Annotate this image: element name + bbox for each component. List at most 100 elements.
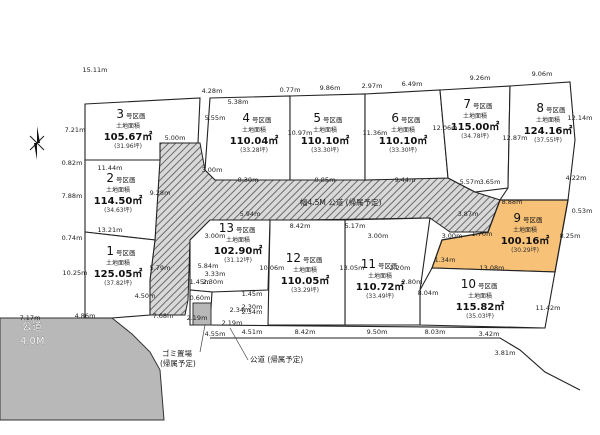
lot-11-suffix: 号区画 (378, 262, 398, 270)
dimension-small-7: 2.34m (242, 308, 263, 316)
dimension-inner-19: 8.88m (502, 198, 523, 206)
dimension-inner-14: 8.30m (238, 176, 259, 184)
dimension-top-6: 2.97m (362, 82, 383, 90)
lot-7-tsubo: (34.78坪) (461, 132, 489, 140)
dimension-inner-11: 12.87m (503, 134, 528, 142)
lot-8-number: 8 (536, 101, 544, 115)
south-road-edge-2 (210, 337, 581, 391)
dimension-inner-7: 5.55m (205, 114, 226, 122)
lot-3-area-label: 土地面積 (116, 122, 140, 130)
dimension-inner-37: 5.84m (198, 262, 219, 270)
dimension-inner-10: 12.06m (433, 124, 458, 132)
dimension-inner-16: 9.44m (395, 176, 416, 184)
lot-4-area-label: 土地面積 (242, 126, 266, 134)
dimension-small-2: 1.45m (190, 278, 211, 286)
south-road-leader (229, 327, 249, 361)
lot-2-suffix: 号区画 (116, 176, 136, 184)
lot-11-number: 11 (361, 257, 376, 271)
dimension-inner-25: 3.00m (442, 232, 463, 240)
lot-2-tsubo: (34.63坪) (104, 206, 132, 214)
dimension-left-4: 0.74m (62, 234, 83, 242)
dimension-small-1: 3.33m (205, 270, 226, 278)
dimension-inner-27: 13.08m (480, 264, 505, 272)
dimension-inner-12: 12.14m (568, 114, 593, 122)
lot-1-area-label: 土地面積 (106, 259, 130, 267)
dimension-inner-20: 0.53m (572, 207, 593, 215)
lot-12-suffix: 号区画 (303, 256, 323, 264)
lot-8-tsubo: (37.55坪) (534, 136, 562, 144)
dimension-inner-29: 2.80m (402, 278, 423, 286)
dimension-small-8: 2.19m (187, 314, 208, 322)
dimension-inner-36: 3.00m (368, 232, 389, 240)
dimension-left-5: 10.25m (63, 269, 88, 277)
dimension-top-1: 15.11m (83, 66, 108, 74)
lot-4-area: 110.04㎡ (230, 134, 279, 147)
lot-7-area: 115.00㎡ (451, 120, 500, 133)
dimension-left-2: 0.82m (62, 159, 83, 167)
lot-3-tsubo: (31.96坪) (114, 142, 142, 150)
garbage-leader (199, 324, 206, 353)
dimension-inner-32: 5.94m (240, 210, 261, 218)
west-road-width: 4.0M (20, 336, 45, 347)
garbage-label-2: (帰属予定) (160, 358, 196, 368)
lot-12 (267, 219, 346, 326)
lot-10-tsubo: (35.03坪) (466, 312, 494, 320)
dimension-inner-15: 9.85m (315, 176, 336, 184)
dimension-inner-30: 8.04m (418, 289, 439, 297)
lot-10-area-label: 土地面積 (468, 292, 492, 300)
dimension-left-1: 7.21m (65, 126, 86, 134)
lot-6-suffix: 号区画 (401, 116, 421, 124)
lot-1-tsubo: (37.82坪) (104, 279, 132, 287)
lot-9-number: 9 (513, 211, 521, 225)
lot-2-number: 2 (106, 171, 114, 185)
dimension-inner-8: 10.97m (288, 129, 313, 137)
dimension-left-3: 7.88m (62, 192, 83, 200)
dimension-inner-31: 11.42m (536, 304, 561, 312)
lot-9-suffix: 号区画 (523, 216, 543, 224)
lot-10 (419, 267, 556, 329)
lot-2-area-label: 土地面積 (106, 186, 130, 194)
dimension-inner-18: 3.65m (480, 178, 501, 186)
lot-1-suffix: 号区画 (116, 249, 136, 257)
lot-8-suffix: 号区画 (546, 106, 566, 114)
dimension-inner-3: 9.28m (150, 189, 171, 197)
dimension-small-4: 0.60m (190, 294, 211, 302)
lot-11-tsubo: (33.49坪) (366, 292, 394, 300)
dimension-top-9: 9.06m (532, 70, 553, 78)
dimension-top-5: 9.86m (320, 84, 341, 92)
lot-1-area: 125.05㎡ (94, 267, 143, 280)
dimension-bottom-5: 4.51m (242, 328, 263, 336)
dimension-bottom-2: 4.86m (75, 312, 96, 320)
dimension-top-8: 9.26m (470, 74, 491, 82)
lot-9-area: 100.16㎡ (501, 234, 550, 247)
west-road (0, 317, 165, 421)
dimension-inner-2: 11.44m (98, 164, 123, 172)
dimension-inner-17: 5.57m (460, 178, 481, 186)
dimension-inner-22: 8.25m (560, 232, 581, 240)
dimension-inner-6: 4.50m (135, 292, 156, 300)
lot-5-tsubo: (33.30坪) (311, 146, 339, 154)
lot-13-number: 13 (219, 221, 234, 235)
lot-13-area-label: 土地面積 (226, 236, 250, 244)
lot-6-area: 110.10㎡ (379, 134, 428, 147)
garbage-site (192, 302, 212, 326)
dimension-small-9: 2.19m (222, 319, 243, 327)
dimension-inner-35: 5.17m (345, 222, 366, 230)
dimension-top-2: 4.28m (202, 87, 223, 95)
lot-13-tsubo: (31.12坪) (224, 256, 252, 264)
lot-4-tsubo: (33.28坪) (240, 146, 268, 154)
dimension-inner-5: 5.79m (150, 264, 171, 272)
garbage-label-1: ゴミ置場 (162, 348, 192, 358)
lot-6-area-label: 土地面積 (391, 126, 415, 134)
lot-6-tsubo: (33.30坪) (389, 146, 417, 154)
lot-6-number: 6 (391, 111, 399, 125)
dimension-bottom-1: 7.17m (20, 314, 41, 322)
dimension-small-5: 1.45m (242, 290, 263, 298)
lot-3-area: 105.67㎡ (104, 130, 153, 143)
dimension-small-3: 2.30m (203, 278, 224, 286)
west-road-label: 公道 (22, 320, 42, 333)
south-road-label: 公道 (帰属予定) (250, 354, 303, 364)
